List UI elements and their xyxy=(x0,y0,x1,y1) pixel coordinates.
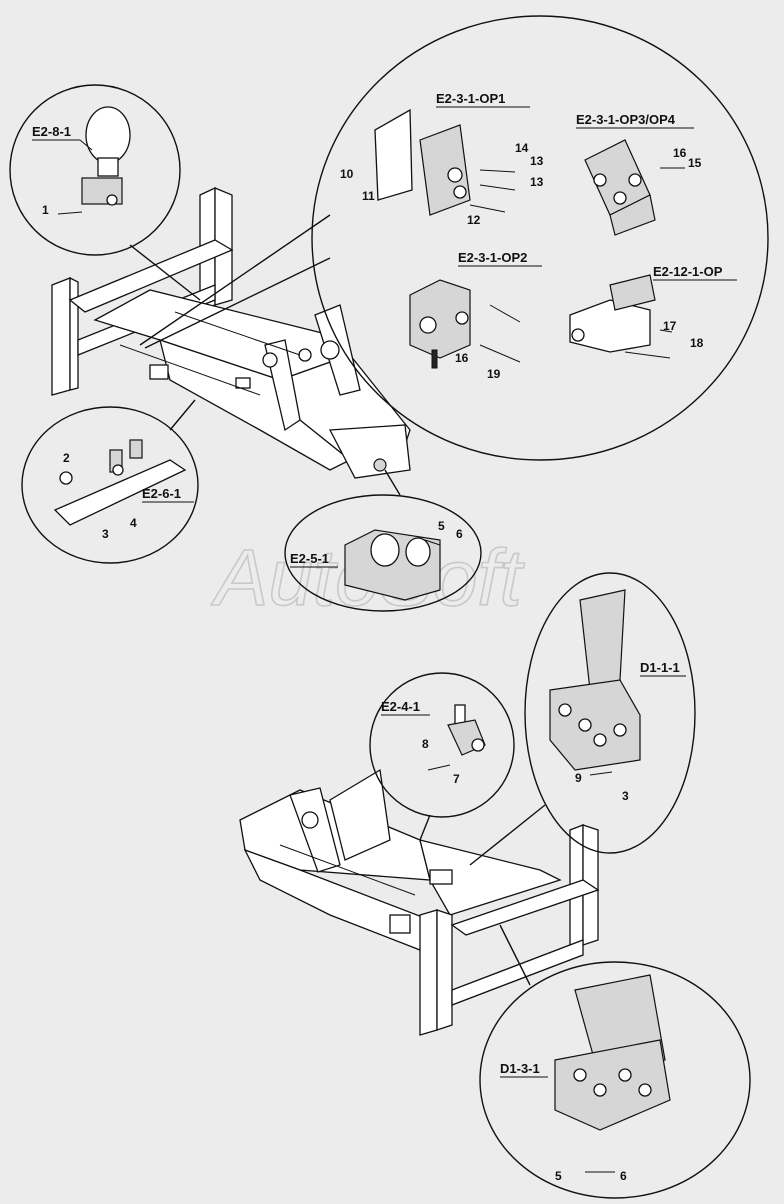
callout-13: 13 xyxy=(530,154,544,168)
callout-6: 6 xyxy=(456,527,463,541)
label-e2-3-1-op1: E2-3-1-OP1 xyxy=(436,91,505,106)
detail-circle xyxy=(21,406,199,564)
detail-circle xyxy=(311,15,769,461)
label-e2-8-1: E2-8-1 xyxy=(32,124,71,139)
detail-e2-4-1: E2-4-1 8 7 xyxy=(369,672,515,841)
detail-e2-5-1: E2-5-1 5 6 xyxy=(284,469,482,612)
callout-16: 16 xyxy=(673,146,687,160)
detail-e2-6-1: E2-6-1 2 3 4 xyxy=(21,399,199,564)
detail-circle xyxy=(369,672,515,818)
label-e2-6-1: E2-6-1 xyxy=(142,486,181,501)
label-e2-12-1-op: E2-12-1-OP xyxy=(653,264,723,279)
callout-13: 13 xyxy=(530,175,544,189)
detail-valves-group: E2-3-1-OP1 14 13 13 10 11 12 E2-3-1-OP3/… xyxy=(139,15,769,461)
callout-18: 18 xyxy=(690,336,704,350)
callout-19: 19 xyxy=(487,367,501,381)
callout-9: 9 xyxy=(575,771,582,785)
detail-circle xyxy=(284,494,482,612)
upper-frame-assembly xyxy=(51,186,411,479)
callout-7: 7 xyxy=(453,772,460,786)
callout-5: 5 xyxy=(555,1169,562,1183)
callout-17: 17 xyxy=(663,319,677,333)
callout-16: 16 xyxy=(455,351,469,365)
callout-15: 15 xyxy=(688,156,702,170)
label-d1-3-1: D1-3-1 xyxy=(500,1061,540,1076)
lower-frame-assembly xyxy=(239,768,600,1036)
label-e2-4-1: E2-4-1 xyxy=(381,699,420,714)
detail-circle xyxy=(524,572,696,854)
callout-2: 2 xyxy=(63,451,70,465)
callout-3: 3 xyxy=(102,527,109,541)
callout-6: 6 xyxy=(620,1169,627,1183)
label-d1-1-1: D1-1-1 xyxy=(640,660,680,675)
detail-e2-8-1: E2-8-1 1 xyxy=(9,84,201,301)
callout-8: 8 xyxy=(422,737,429,751)
detail-circle xyxy=(9,84,181,256)
callout-4: 4 xyxy=(130,516,137,530)
callout-14: 14 xyxy=(515,141,529,155)
detail-circle xyxy=(479,961,751,1199)
detail-d1-3-1: D1-3-1 5 6 xyxy=(479,924,751,1199)
callout-12: 12 xyxy=(467,213,481,227)
callout-5: 5 xyxy=(438,519,445,533)
label-e2-3-1-op3-op4: E2-3-1-OP3/OP4 xyxy=(576,112,676,127)
callout-11: 11 xyxy=(362,189,375,203)
callout-10: 10 xyxy=(340,167,354,181)
callout-1: 1 xyxy=(42,203,49,217)
label-e2-3-1-op2: E2-3-1-OP2 xyxy=(458,250,527,265)
detail-d1-1-1: D1-1-1 9 3 xyxy=(469,572,696,866)
callout-3: 3 xyxy=(622,789,629,803)
label-e2-5-1: E2-5-1 xyxy=(290,551,329,566)
